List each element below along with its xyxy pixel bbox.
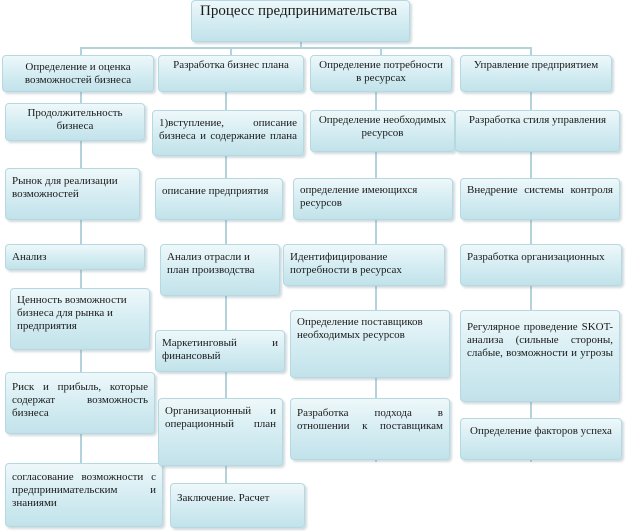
col1-item-2: Рынок для реализации возможностей [5, 168, 140, 220]
col2-item-6: Заключение. Расчет [170, 483, 305, 528]
col4-item-2: Внедрение системы контроля [460, 178, 620, 220]
col4-item-1: Разработка стиля управления [455, 110, 620, 152]
col1-item-5: Риск и прибыль, которые содержат возможн… [5, 372, 155, 434]
diagram-title: Процесс предпринимательства [191, 0, 410, 42]
col1-item-4: Ценность возможности бизнеса для рынка и… [10, 288, 150, 350]
col1-item-6: согласование возможности с предпринимате… [5, 463, 163, 527]
col1-item-3: Анализ [5, 244, 145, 270]
col4-item-5: Определение факторов успеха [460, 418, 622, 460]
connector-spine-2 [225, 92, 227, 517]
col3-item-2: определение имеющихся ресурсов [293, 178, 453, 220]
col2-item-4: Маркетинговый и финансовый [155, 330, 285, 372]
col2-item-2: описание предприятия [155, 178, 283, 220]
connector-top-bar [80, 47, 532, 49]
col3-header: Определение потребности в ресурсах [310, 55, 452, 92]
col3-item-4: Определение поставщиков необходимых ресу… [290, 310, 450, 378]
col3-item-1: Определение необходимых ресурсов [310, 110, 455, 152]
col2-item-3: Анализ отрасли и план производства [160, 244, 280, 296]
col2-header: Разработка бизнес плана [158, 55, 304, 92]
col3-item-3: Идентифицирование потребности в ресурсах [283, 244, 445, 286]
connector-title [300, 40, 302, 48]
col1-item-1: Продолжительность бизнеса [5, 103, 145, 141]
connector-col3 [380, 47, 382, 55]
col4-header: Управление предприятием [460, 55, 612, 92]
connector-col1 [80, 47, 82, 55]
col2-item-1: 1)вступление, описание бизнеса и содержа… [152, 110, 304, 156]
connector-col2 [230, 47, 232, 55]
col2-item-5: Организационный и операционный план [158, 398, 283, 466]
col3-item-5: Разработка подхода в отношении к поставщ… [290, 398, 450, 460]
col1-header: Определение и оценка возможностей бизнес… [2, 55, 154, 92]
col4-item-4: Регулярное проведение SKOT-анализа (силь… [460, 310, 620, 402]
connector-col4 [530, 47, 532, 55]
col4-item-3: Разработка организационных [460, 244, 622, 286]
